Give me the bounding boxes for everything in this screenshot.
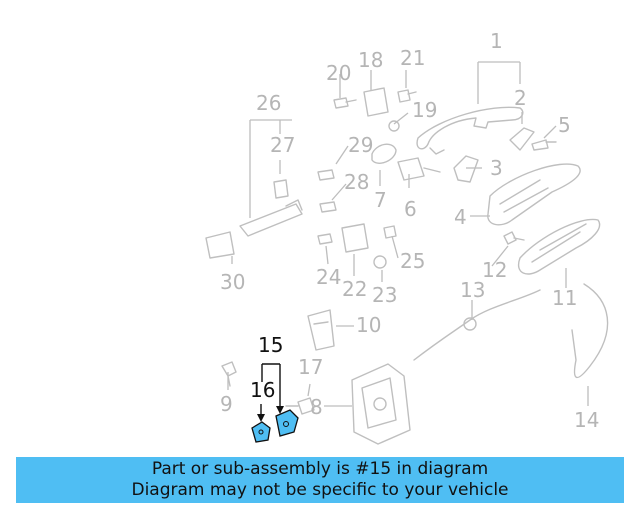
callout-22: 22 [342,277,368,301]
callout-13: 13 [460,278,486,302]
callout-19: 19 [412,98,438,122]
callout-17: 17 [298,355,324,379]
info-banner: Part or sub-assembly is #15 in diagram D… [16,457,624,503]
screw-17-part [285,397,315,415]
block-30-part [205,231,235,259]
grommet-23-part [373,255,387,269]
callout-23: 23 [372,283,398,307]
callout-27: 27 [270,133,296,157]
callout-16: 16 [250,378,276,402]
callout-5: 5 [558,113,571,137]
handle-frame-part [487,163,581,226]
cable-14-part [571,283,609,378]
banner-line-1: Part or sub-assembly is #15 in diagram [151,459,489,479]
callout-28: 28 [344,170,370,194]
callout-11: 11 [552,286,578,310]
screw-25-part [383,225,397,239]
leader-lines-highlight [257,363,284,422]
callout-1: 1 [490,29,503,53]
callout-2: 2 [514,86,527,110]
callout-20: 20 [326,61,352,85]
screw-20-part [333,97,357,109]
cable-13-part [413,289,541,361]
callout-21: 21 [400,46,426,70]
callout-15: 15 [258,333,284,357]
outside-handle-part [416,106,524,155]
screw-29-part [317,169,335,181]
bracket-22-part [341,223,369,253]
callout-30: 30 [220,270,246,294]
callout-8: 8 [310,395,323,419]
callout-4: 4 [454,205,467,229]
callout-7: 7 [374,188,387,212]
callout-10: 10 [356,313,382,337]
nut-19-part [388,120,400,132]
callout-12: 12 [482,258,508,282]
screw-5-part [531,139,557,151]
callout-9: 9 [220,392,233,416]
bumper-27-part [273,179,289,199]
callout-18: 18 [358,48,384,72]
cylinder-6-part [397,157,441,181]
callout-24: 24 [316,265,342,289]
banner-line-2: Diagram may not be specific to your vehi… [131,480,509,500]
callout-6: 6 [404,197,417,221]
leader-lines [227,61,589,407]
check-strap-part [239,199,303,237]
callout-25: 25 [400,249,426,273]
callout-29: 29 [348,133,374,157]
screw-28-part [319,201,337,213]
highlighted-part-16 [251,421,271,443]
screw-21-part [397,89,417,103]
cable-13-clip [463,317,477,331]
callout-3: 3 [490,156,503,180]
screw-9-part [221,361,237,387]
highlighted-part-15 [275,409,299,437]
screw-12-part [503,231,525,245]
handle-cap-part [509,127,535,151]
callout-14: 14 [574,408,600,432]
bracket-10-part [307,309,335,351]
inner-handle-part [517,218,601,275]
cover-3-part [453,155,479,183]
screw-24-part [317,233,333,245]
door-lock-part [351,363,411,445]
seal-7-part [371,143,397,164]
callout-26: 26 [256,91,282,115]
clip-18-part [363,87,389,117]
